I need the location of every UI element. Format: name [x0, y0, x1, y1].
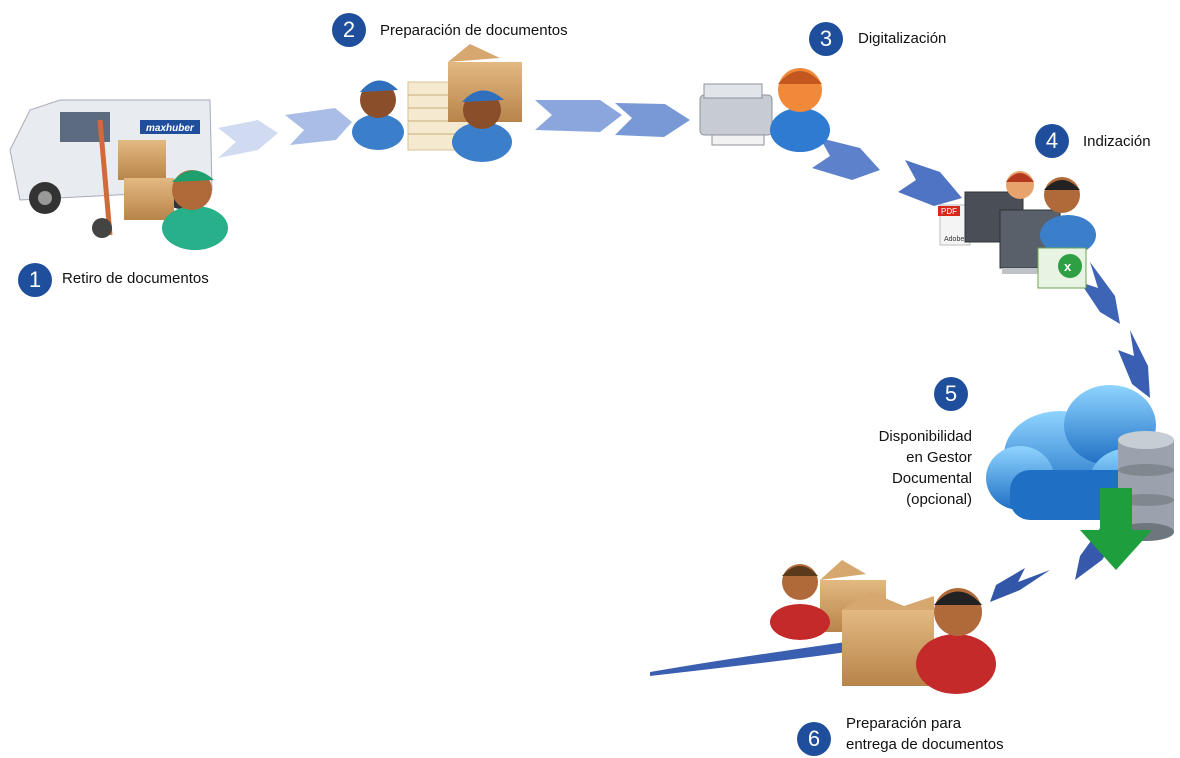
adobe-text: Adobe	[944, 236, 964, 243]
worker-cap-icon	[352, 80, 512, 162]
scanner-icon	[699, 83, 773, 146]
flow-arrow-5	[812, 138, 880, 180]
step-4-badge: 4	[1035, 124, 1069, 158]
pdf-badge-text: PDF	[941, 207, 957, 216]
excel-icon: x	[1037, 247, 1087, 289]
step-5-line-1: Disponibilidad	[878, 428, 972, 445]
van-brand-text: maxhuber	[146, 123, 195, 134]
step-5-line-4: (opcional)	[906, 491, 972, 508]
step-3-badge: 3	[809, 22, 843, 56]
step-6-label: Preparación para entrega de documentos	[846, 713, 1004, 755]
boxes-icon	[92, 119, 174, 238]
step-5-badge: 5	[934, 377, 968, 411]
flow-arrow-2	[285, 108, 352, 145]
flow-arrows	[218, 100, 1150, 676]
flow-arrow-8	[1118, 330, 1150, 398]
step-3-label: Digitalización	[858, 30, 947, 47]
people-icon	[1006, 171, 1096, 255]
svg-text:x: x	[1064, 259, 1072, 274]
step-6-line-2: entrega de documentos	[846, 736, 1004, 753]
flow-arrow-3	[535, 100, 622, 132]
flow-arrow-7	[1080, 262, 1120, 324]
delivery-worker-icon	[162, 170, 228, 250]
step-5-line-3: Documental	[891, 470, 972, 487]
step-4-label: Indización	[1083, 133, 1151, 150]
step-5-line-2: en Gestor	[906, 449, 972, 466]
person-icon	[770, 68, 830, 152]
flow-arrow-4	[615, 103, 690, 137]
flow-arrow-6	[898, 160, 962, 206]
step-6-line-1: Preparación para	[846, 715, 962, 732]
download-arrow-icon	[1080, 488, 1152, 570]
people-red-icon	[770, 564, 996, 694]
step-5-label: Disponibilidad en Gestor Documental (opc…	[830, 426, 972, 510]
flow-arrow-tail	[650, 640, 862, 676]
step-1-label: Retiro de documentos	[62, 270, 209, 287]
step-2-label: Preparación de documentos	[380, 22, 568, 39]
step-1-badge: 1	[18, 263, 52, 297]
flow-arrow-1	[218, 120, 278, 158]
monitor-icon	[964, 191, 1061, 274]
step-6-badge: 6	[797, 722, 831, 756]
flow-arrow-10	[990, 568, 1050, 602]
step-2-badge: 2	[332, 13, 366, 47]
